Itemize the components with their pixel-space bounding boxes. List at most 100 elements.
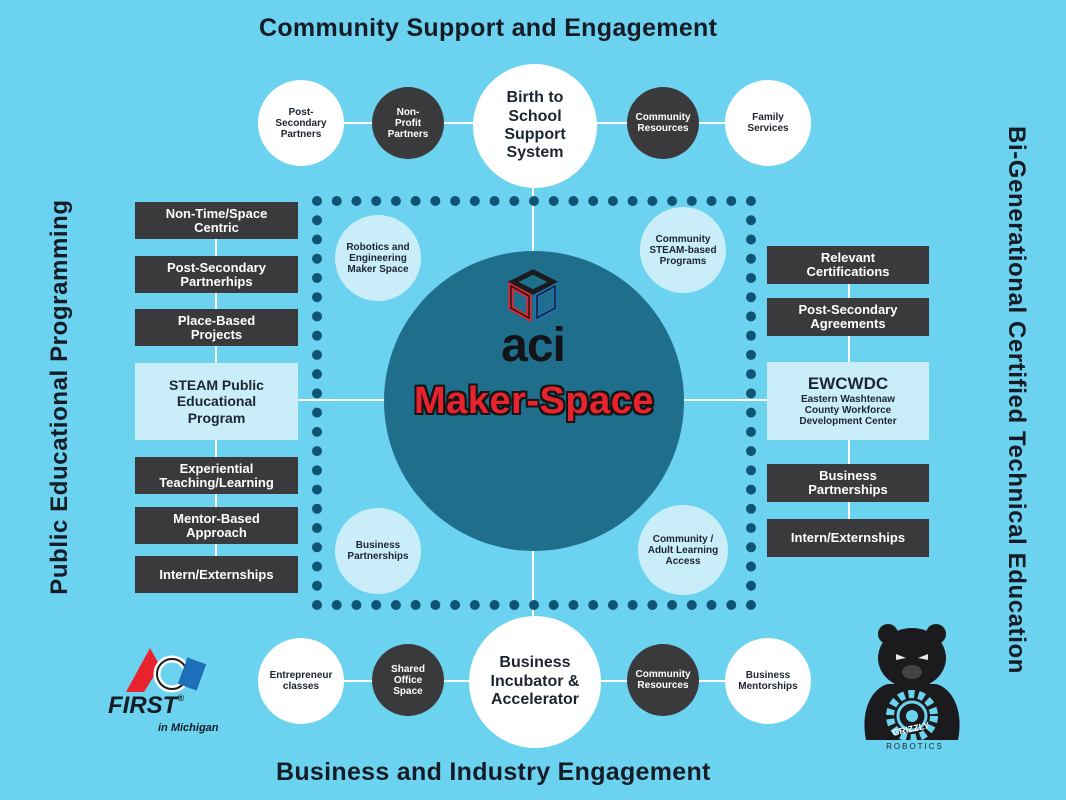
- frame-dot: [312, 215, 322, 226]
- frame-dot: [331, 600, 342, 610]
- frame-dot: [371, 196, 382, 206]
- frame-dot: [746, 311, 756, 322]
- frame-dot: [509, 600, 520, 610]
- connector-top-vertical: [532, 188, 534, 258]
- frame-dot: [548, 196, 559, 206]
- frame-dot: [312, 311, 322, 322]
- box-place-based-projects: Place-Based Projects: [135, 309, 298, 346]
- circle-post-secondary-partners: Post- Secondary Partners: [258, 80, 344, 166]
- circle-business-mentorships: Business Mentorships: [725, 638, 811, 724]
- frame-dot: [312, 580, 322, 591]
- first-registered: ®: [177, 693, 184, 703]
- frame-dot: [746, 503, 756, 514]
- frame-dot: [588, 600, 599, 610]
- frame-dot: [686, 600, 697, 610]
- frame-dot: [312, 196, 322, 206]
- box-steam-public-program: STEAM Public Educational Program: [135, 363, 298, 440]
- frame-dot: [746, 523, 756, 534]
- grizzly-bear-icon: [864, 624, 960, 742]
- box-mentor-based: Mentor-Based Approach: [135, 507, 298, 544]
- frame-dot: [627, 600, 638, 610]
- connector-left-horizontal: [298, 399, 388, 401]
- frame-dot: [686, 196, 697, 206]
- box-intern-externships-right: Intern/Externships: [767, 519, 929, 557]
- frame-dot: [312, 600, 322, 610]
- frame-dot: [469, 600, 480, 610]
- frame-dot: [726, 196, 737, 206]
- frame-dot: [746, 407, 756, 418]
- frame-dot: [489, 196, 500, 206]
- circle-robotics-engineering: Robotics and Engineering Maker Space: [335, 215, 421, 301]
- frame-dot: [746, 426, 756, 437]
- frame-dot: [548, 600, 559, 610]
- box-post-secondary-partnerhips: Post-Secondary Partnerhips: [135, 256, 298, 293]
- frame-dot: [588, 196, 599, 206]
- frame-dot: [410, 600, 421, 610]
- connector-right-horizontal: [678, 399, 768, 401]
- first-michigan-text: in Michigan: [158, 722, 219, 734]
- frame-dot: [430, 600, 441, 610]
- frame-dot: [607, 196, 618, 206]
- maker-space-title: Maker-Space: [414, 380, 654, 422]
- title-community-support: Community Support and Engagement: [259, 14, 718, 42]
- frame-dot: [312, 407, 322, 418]
- frame-dot: [312, 503, 322, 514]
- frame-dot: [331, 196, 342, 206]
- frame-dot: [746, 446, 756, 457]
- frame-dot: [312, 369, 322, 380]
- title-public-educational: Public Educational Programming: [46, 199, 73, 595]
- frame-dot: [529, 600, 539, 610]
- first-logo-icon: [126, 648, 206, 693]
- frame-dot: [607, 600, 618, 610]
- ewcwdc-subtitle: Eastern Washtenaw County Workforce Devel…: [799, 393, 897, 427]
- frame-dot: [746, 292, 756, 303]
- circle-community-resources-bottom: Community Resources: [627, 644, 699, 716]
- circle-business-incubator: Business Incubator & Accelerator: [469, 616, 601, 748]
- aci-logo-text: aci: [501, 319, 566, 372]
- box-business-partnerships-right: Business Partnerships: [767, 464, 929, 502]
- frame-dot: [312, 446, 322, 457]
- box-non-time-space: Non-Time/Space Centric: [135, 202, 298, 239]
- frame-dot: [746, 234, 756, 245]
- box-ewcwdc: EWCWDC Eastern Washtenaw County Workforc…: [767, 362, 929, 440]
- circle-shared-office-space: Shared Office Space: [372, 644, 444, 716]
- circle-family-services: Family Services: [725, 80, 811, 166]
- frame-dot: [706, 600, 717, 610]
- frame-dot: [312, 349, 322, 360]
- frame-dot: [706, 196, 717, 206]
- box-experiential-teaching: Experiential Teaching/Learning: [135, 457, 298, 494]
- frame-dot: [312, 523, 322, 534]
- box-intern-externships-left: Intern/Externships: [135, 556, 298, 593]
- frame-dot: [312, 542, 322, 553]
- frame-dot: [746, 272, 756, 283]
- frame-dot: [568, 196, 579, 206]
- frame-dot: [746, 600, 756, 610]
- circle-community-steam: Community STEAM-based Programs: [640, 207, 726, 293]
- frame-dot: [312, 330, 322, 341]
- frame-dot: [312, 426, 322, 437]
- frame-dot: [746, 253, 756, 264]
- frame-dot: [410, 196, 421, 206]
- frame-dot: [746, 542, 756, 553]
- frame-dot: [312, 234, 322, 245]
- box-relevant-certifications: Relevant Certifications: [767, 246, 929, 284]
- circle-community-adult: Community / Adult Learning Access: [638, 505, 728, 595]
- frame-dot: [390, 196, 401, 206]
- frame-dot: [312, 292, 322, 303]
- first-name: FIRST: [108, 692, 178, 719]
- frame-dot: [647, 600, 658, 610]
- frame-dot: [312, 484, 322, 495]
- frame-dot: [312, 465, 322, 476]
- frame-dot: [746, 196, 756, 206]
- frame-dot: [469, 196, 480, 206]
- frame-dot: [726, 600, 737, 610]
- first-logo-text: FIRST®: [108, 694, 184, 718]
- frame-dot: [489, 600, 500, 610]
- frame-dot: [647, 196, 658, 206]
- circle-entrepreneur-classes: Entrepreneur classes: [258, 638, 344, 724]
- aci-cube-icon: [507, 269, 559, 323]
- frame-dot: [746, 580, 756, 591]
- frame-dot: [627, 196, 638, 206]
